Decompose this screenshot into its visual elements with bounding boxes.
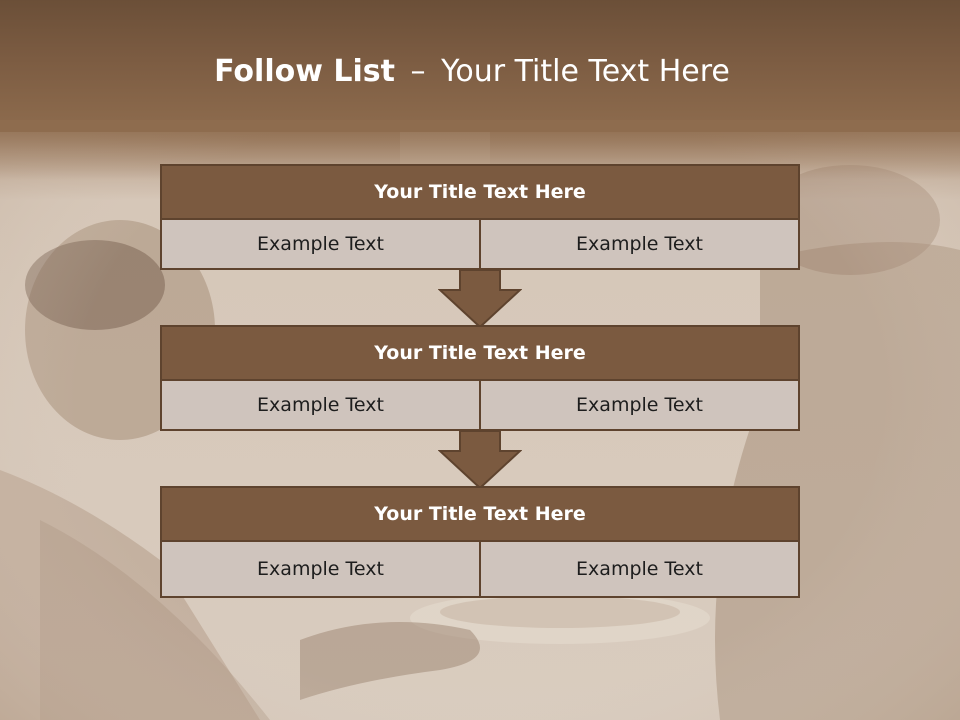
follow-block-3: Your Title Text Here Example Text Exampl… xyxy=(160,486,800,598)
block-cell-left: Example Text xyxy=(160,381,481,431)
block-row: Example Text Example Text xyxy=(160,220,800,270)
block-cell-right: Example Text xyxy=(481,542,800,598)
slide-title-separator: – xyxy=(410,54,426,89)
slide-title: Follow List – Your Title Text Here xyxy=(0,54,944,89)
block-cell-right: Example Text xyxy=(481,381,800,431)
block-title: Your Title Text Here xyxy=(160,486,800,542)
block-row: Example Text Example Text xyxy=(160,542,800,598)
block-title: Your Title Text Here xyxy=(160,164,800,220)
slide-title-bold: Follow List xyxy=(214,54,395,89)
follow-block-1: Your Title Text Here Example Text Exampl… xyxy=(160,164,800,270)
down-arrow-icon xyxy=(438,431,522,489)
block-row: Example Text Example Text xyxy=(160,381,800,431)
block-cell-right: Example Text xyxy=(481,220,800,270)
down-arrow-icon xyxy=(438,270,522,328)
header-band xyxy=(0,0,960,132)
slide-title-rest: Your Title Text Here xyxy=(441,54,730,89)
block-cell-left: Example Text xyxy=(160,220,481,270)
block-title: Your Title Text Here xyxy=(160,325,800,381)
follow-block-2: Your Title Text Here Example Text Exampl… xyxy=(160,325,800,431)
block-cell-left: Example Text xyxy=(160,542,481,598)
